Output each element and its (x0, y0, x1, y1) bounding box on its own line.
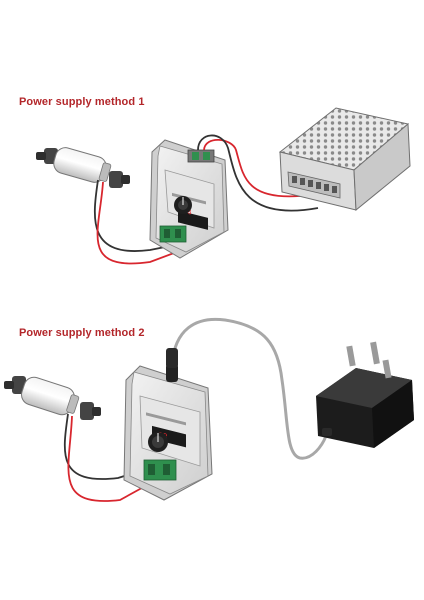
adapter-cable (170, 317, 328, 460)
motor-1-red-wire (96, 181, 183, 265)
motor-1-knob-right (109, 171, 123, 188)
controller-2: 88 (123, 364, 213, 501)
controller-1-input-terminal (187, 149, 215, 163)
psu-side (353, 122, 411, 212)
wall-adapter (316, 341, 414, 448)
controller-2-display (152, 425, 186, 448)
psu-black-wire (197, 134, 319, 212)
motor-1 (36, 147, 130, 188)
method-1-title: Power supply method 1 (19, 96, 145, 108)
dc-plug (166, 348, 178, 368)
controller-2-dc-jack (166, 364, 178, 382)
method-2-title: Power supply method 2 (19, 327, 145, 339)
method-2-diagram: 88 (4, 317, 414, 502)
motor-2 (4, 376, 101, 420)
adapter-prong-1 (346, 345, 356, 367)
power-supply-box (278, 107, 411, 212)
controller-1-output-terminal (159, 225, 187, 243)
motor-2-knob-right (80, 402, 94, 420)
adapter-prong-2 (370, 341, 380, 365)
motor-1-black-wire (93, 179, 171, 252)
motor-2-black-wire (63, 413, 151, 480)
controller-1-display (178, 210, 208, 230)
method-1-diagram: 88 (36, 107, 411, 265)
adapter-prong-3 (382, 359, 392, 379)
psu-red-wire (203, 138, 301, 198)
controller-1: 88 (149, 139, 229, 259)
motor-2-red-wire (67, 415, 161, 502)
